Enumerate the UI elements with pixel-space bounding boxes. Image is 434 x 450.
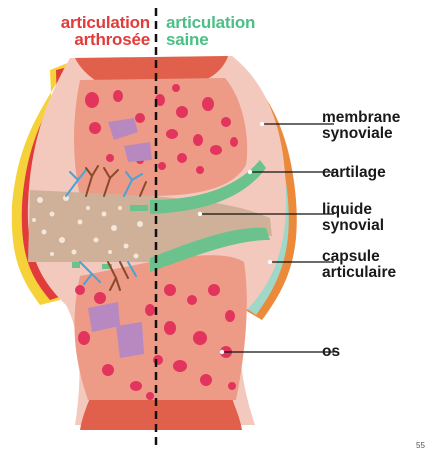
label-line: articulaire bbox=[322, 265, 396, 281]
cartilage-fragment bbox=[72, 262, 80, 268]
bone-cap-top bbox=[75, 56, 228, 82]
label-line: liquide bbox=[322, 202, 384, 218]
label-line: capsule bbox=[322, 249, 396, 265]
label-line: membrane bbox=[322, 110, 400, 126]
label-line: cartilage bbox=[322, 165, 386, 181]
corner-mark: 55 bbox=[416, 441, 425, 450]
cartilage-fragment bbox=[130, 205, 148, 211]
label-capsule-articulaire: capsule articulaire bbox=[322, 249, 396, 280]
label-liquide-synovial: liquide synovial bbox=[322, 202, 384, 233]
label-cartilage: cartilage bbox=[322, 165, 386, 181]
label-line: synovial bbox=[322, 218, 384, 234]
label-line: os bbox=[322, 344, 340, 360]
label-line: synoviale bbox=[322, 126, 400, 142]
label-os: os bbox=[322, 344, 340, 360]
bone-cap-bottom bbox=[80, 398, 242, 430]
label-membrane-synoviale: membrane synoviale bbox=[322, 110, 400, 141]
